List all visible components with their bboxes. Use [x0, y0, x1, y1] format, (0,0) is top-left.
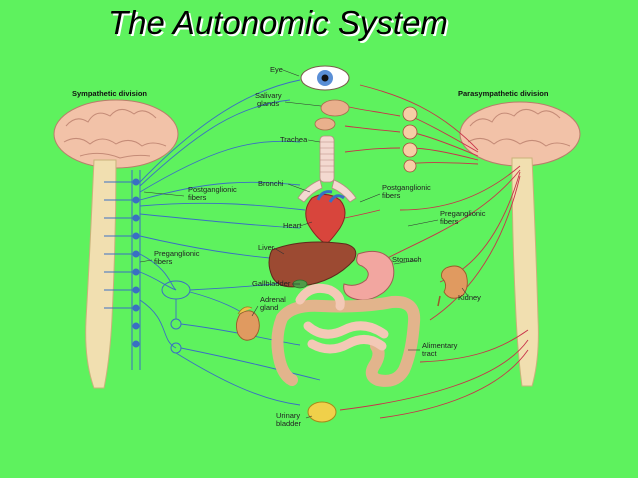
- label-alimentary-2: tract: [422, 349, 438, 358]
- salivary-glands-organ: [314, 99, 350, 131]
- sympathetic-nerves: [139, 79, 321, 406]
- label-eye: Eye: [270, 65, 283, 74]
- label-stomach: Stomach: [392, 255, 422, 264]
- label-adrenal-2: gland: [260, 303, 278, 312]
- label-postganglionic-right-1: Postganglionic: [382, 183, 431, 192]
- label-leader-lines: [139, 69, 469, 419]
- label-adrenal-1: Adrenal: [260, 295, 286, 304]
- label-urinary-2: bladder: [276, 419, 302, 428]
- label-preganglionic-left-2: fibers: [154, 257, 173, 266]
- sympathetic-chain: [104, 170, 191, 370]
- heart-organ: [305, 190, 346, 245]
- parasympathetic-ganglia: [402, 106, 418, 173]
- slide-title: The Autonomic System: [108, 4, 448, 41]
- left-spinal-cord: [85, 159, 117, 389]
- label-postganglionic-left-1: Postganglionic: [188, 185, 237, 194]
- label-salivary-2: glands: [257, 99, 279, 108]
- liver-organ: [268, 241, 357, 288]
- bronchi-organ: [297, 179, 357, 203]
- eye-organ: [300, 65, 350, 91]
- parasympathetic-division-header: Parasympathetic division: [458, 89, 549, 98]
- intestines-organ: [271, 283, 421, 387]
- label-preganglionic-right-1: Preganglionic: [440, 209, 486, 218]
- label-postganglionic-left-2: fibers: [188, 193, 207, 202]
- left-brain: [53, 99, 179, 169]
- label-postganglionic-right-2: fibers: [382, 191, 401, 200]
- right-spinal-cord: [511, 157, 539, 387]
- label-heart: Heart: [283, 221, 302, 230]
- label-kidney: Kidney: [458, 293, 481, 302]
- adrenal-gland-organ: [235, 306, 260, 341]
- label-liver: Liver: [258, 243, 275, 252]
- sympathetic-division-header: Sympathetic division: [72, 89, 147, 98]
- kidney-organ: [437, 265, 468, 307]
- stomach-organ: [343, 250, 395, 301]
- urinary-bladder-organ: [307, 401, 337, 423]
- label-preganglionic-left-1: Preganglionic: [154, 249, 200, 258]
- label-bronchi: Bronchi: [258, 179, 284, 188]
- right-brain: [459, 101, 581, 167]
- label-preganglionic-right-2: fibers: [440, 217, 459, 226]
- label-urinary-1: Urinary: [276, 411, 300, 420]
- label-gallbladder: Gallbladder: [252, 279, 291, 288]
- label-trachea: Trachea: [280, 135, 308, 144]
- trachea-organ: [319, 135, 335, 183]
- label-salivary-1: Salivary: [255, 91, 282, 100]
- label-alimentary-1: Alimentary: [422, 341, 458, 350]
